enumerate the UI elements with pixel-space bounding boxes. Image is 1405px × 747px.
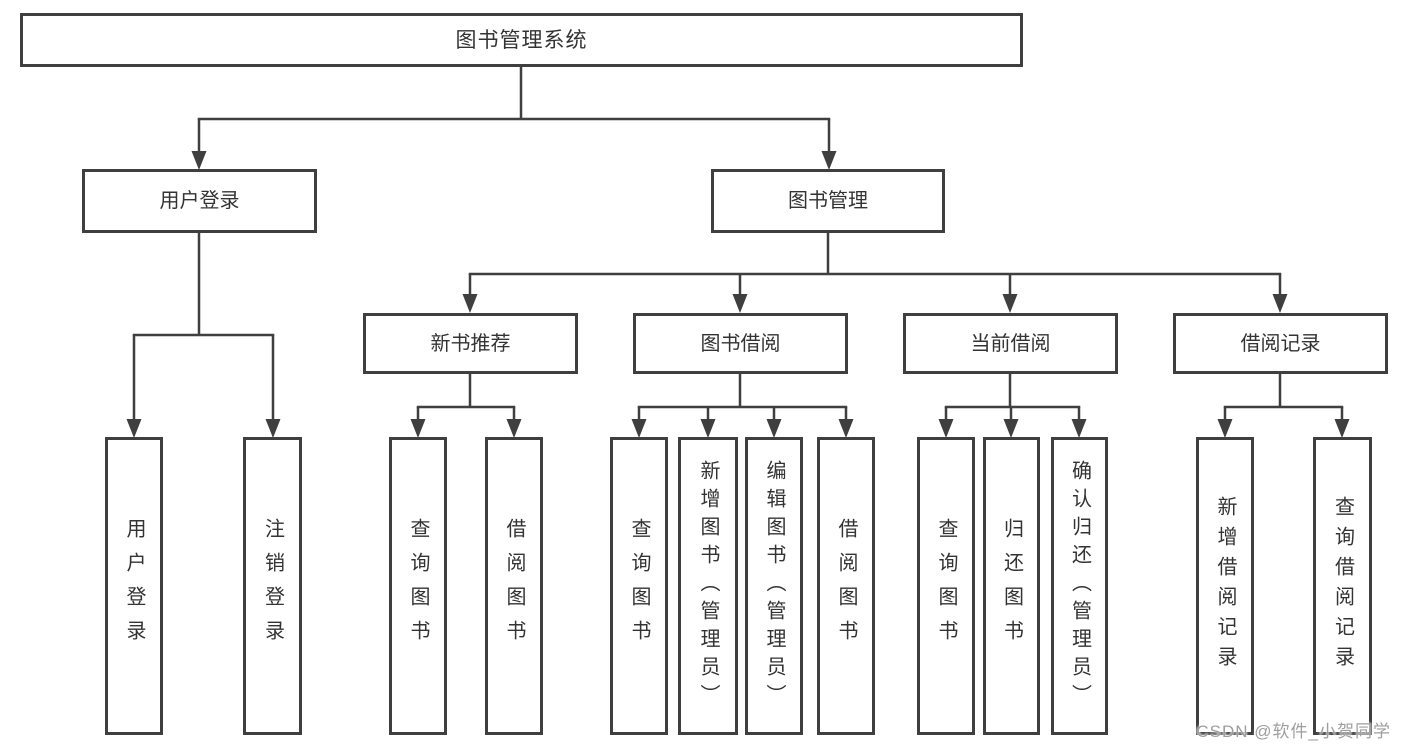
leaf-edit-books-admin: 编辑图书（管理员） [745, 437, 803, 735]
node-book-management: 图书管理 [711, 169, 945, 233]
node-borrow-records-label: 借阅记录 [1240, 332, 1321, 355]
leaf-logout: 注销登录 [243, 437, 302, 735]
leaf-query-books-borrow-label: 查询图书 [628, 518, 650, 654]
leaf-query-books-current: 查询图书 [917, 437, 975, 735]
node-root: 图书管理系统 [20, 13, 1023, 67]
leaf-user-login: 用户登录 [105, 437, 163, 735]
arrowhead-icons [126, 151, 1350, 438]
leaf-add-books-admin-label: 新增图书（管理员） [697, 460, 719, 712]
leaf-query-borrow-record: 查询借阅记录 [1313, 437, 1372, 735]
node-current-borrow: 当前借阅 [903, 313, 1118, 374]
leaf-borrow-books-label: 借阅图书 [835, 518, 857, 654]
node-book-management-label: 图书管理 [788, 190, 868, 212]
node-borrow-records: 借阅记录 [1173, 313, 1388, 374]
leaf-add-borrow-record: 新增借阅记录 [1196, 437, 1254, 735]
leaf-confirm-return-admin: 确认归还（管理员） [1051, 437, 1108, 735]
node-new-book-recommend-label: 新书推荐 [430, 332, 511, 355]
csdn-watermark: CSDN @软件_小贺同学 [1196, 722, 1391, 741]
node-root-label: 图书管理系统 [455, 28, 588, 52]
leaf-query-books-borrow: 查询图书 [610, 437, 668, 735]
leaf-borrow-books-recommend: 借阅图书 [485, 437, 543, 735]
leaf-query-books-recommend: 查询图书 [389, 437, 447, 735]
leaf-return-books-label: 归还图书 [1000, 518, 1023, 654]
node-new-book-recommend: 新书推荐 [363, 313, 578, 374]
leaf-add-borrow-record-label: 新增借阅记录 [1214, 496, 1236, 676]
node-book-borrow: 图书借阅 [633, 313, 848, 374]
leaf-user-login-label: 用户登录 [123, 518, 145, 654]
node-book-borrow-label: 图书借阅 [700, 332, 781, 355]
node-user-login: 用户登录 [82, 169, 317, 233]
leaf-borrow-books: 借阅图书 [817, 437, 875, 735]
leaf-add-books-admin: 新增图书（管理员） [678, 437, 738, 735]
node-current-borrow-label: 当前借阅 [970, 332, 1051, 355]
leaf-return-books: 归还图书 [983, 437, 1040, 735]
leaf-query-books-recommend-label: 查询图书 [407, 518, 429, 654]
leaf-query-books-current-label: 查询图书 [935, 518, 957, 654]
leaf-confirm-return-admin-label: 确认归还（管理员） [1068, 460, 1091, 712]
leaf-borrow-books-recommend-label: 借阅图书 [503, 518, 525, 654]
leaf-edit-books-admin-label: 编辑图书（管理员） [763, 460, 785, 712]
node-user-login-label: 用户登录 [159, 190, 240, 212]
leaf-query-borrow-record-label: 查询借阅记录 [1331, 496, 1354, 676]
leaf-logout-label: 注销登录 [261, 518, 284, 654]
